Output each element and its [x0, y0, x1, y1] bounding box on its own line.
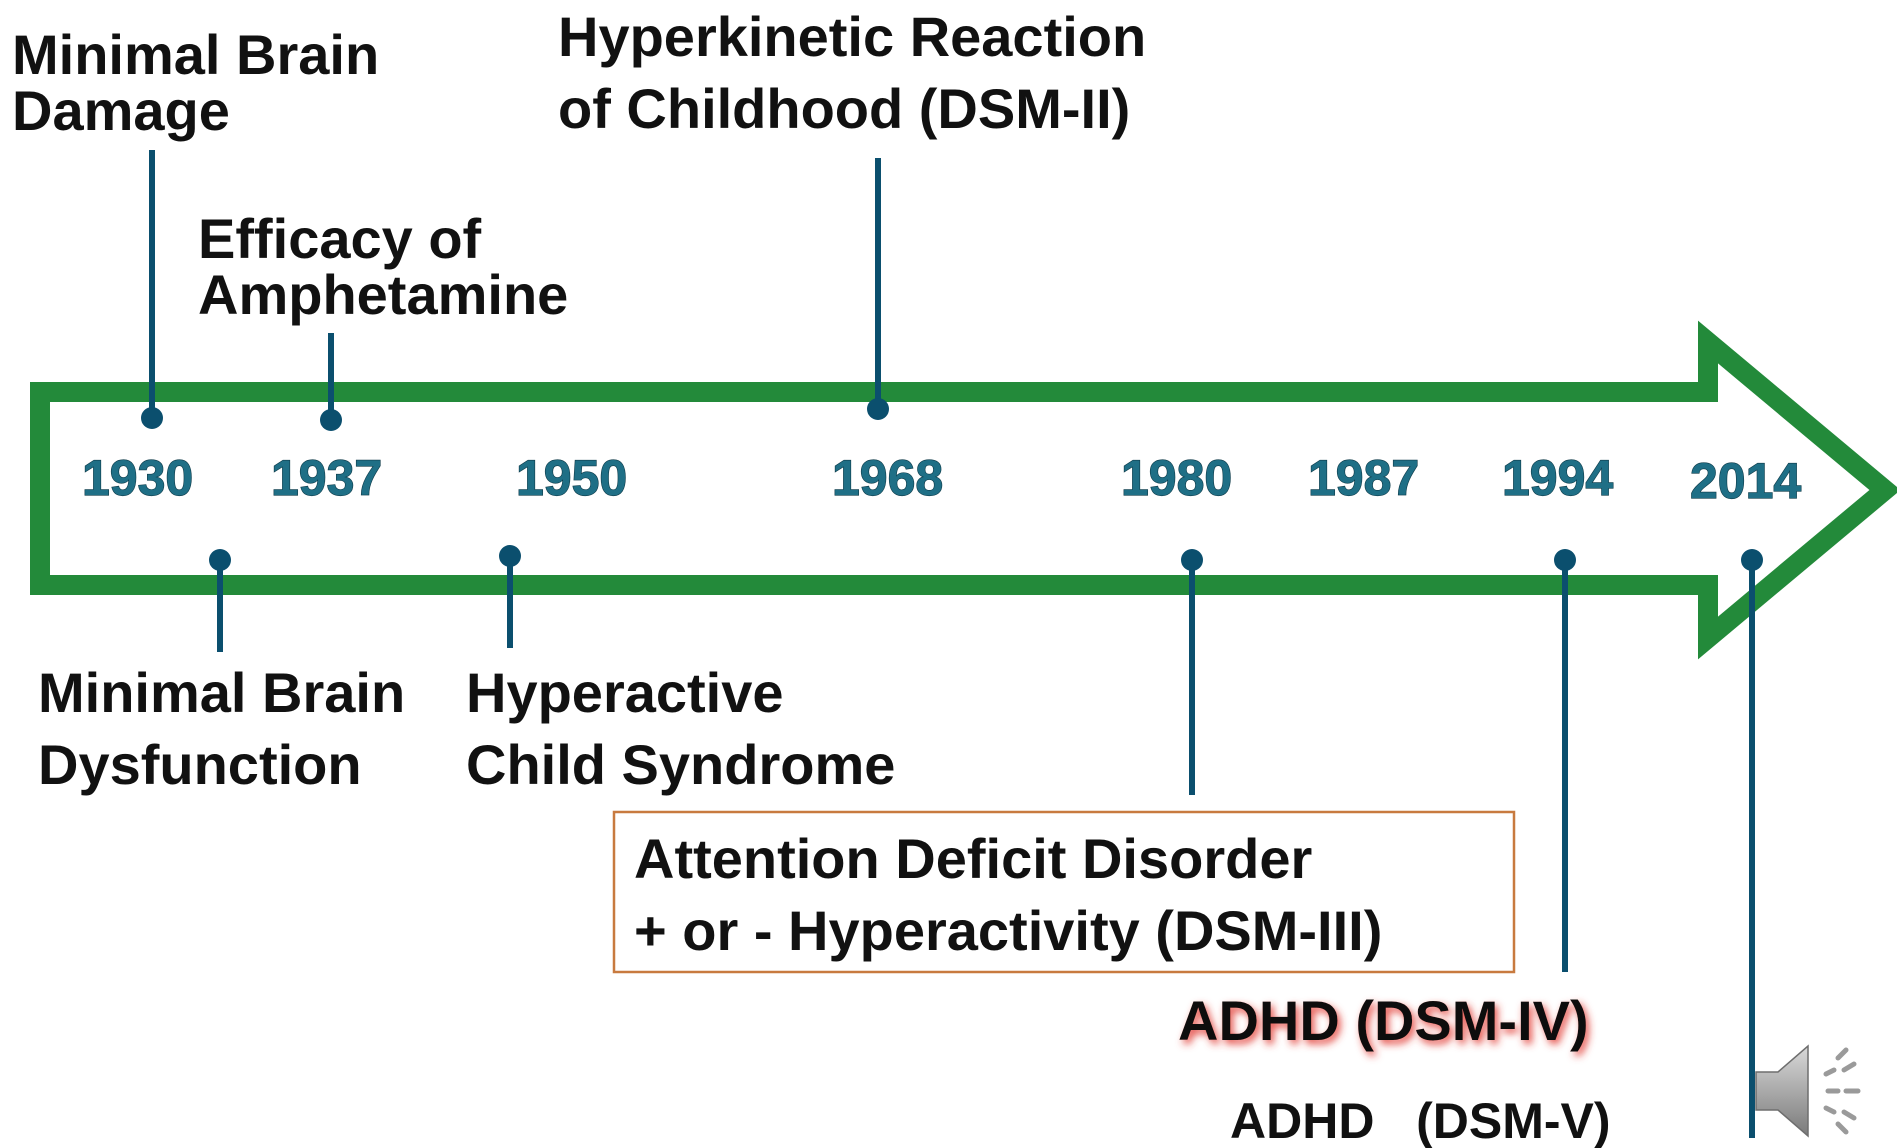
dsm-iii-box — [612, 810, 1516, 974]
year-1930: 1930 — [82, 450, 193, 506]
marker-dot-1930 — [141, 407, 163, 429]
event-label-line: Hyperactive — [466, 661, 784, 724]
year-1987: 1987 — [1308, 450, 1419, 506]
event-label-line: + or - Hyperactivity (DSM-III) — [634, 899, 1382, 962]
year-1950: 1950 — [516, 450, 627, 506]
event-hyperkinetic-reaction: Hyperkinetic Reaction of Childhood (DSM-… — [558, 5, 1146, 140]
event-label-line: Minimal Brain — [12, 23, 379, 86]
event-minimal-brain-dysfunction: Minimal Brain Dysfunction — [38, 661, 405, 796]
year-labels: 1930 1937 1950 1968 1980 1987 1994 2014 — [81, 449, 1802, 509]
year-1968: 1968 — [832, 450, 943, 506]
event-label-line: Child Syndrome — [466, 733, 895, 796]
event-label-line: Dysfunction — [38, 733, 362, 796]
marker-dot-1937 — [320, 409, 342, 431]
connectors-top — [141, 150, 889, 431]
event-label-line: of Childhood (DSM-II) — [558, 77, 1130, 140]
event-label-line: Amphetamine — [198, 263, 568, 326]
event-minimal-brain-damage: Minimal Brain Damage — [12, 23, 379, 142]
timeline-arrow — [30, 320, 1897, 660]
year-1994: 1994 — [1502, 450, 1613, 506]
event-label-line: Damage — [12, 79, 230, 142]
event-label-line: Minimal Brain — [38, 661, 405, 724]
speaker-audio-icon[interactable] — [1755, 1044, 1861, 1138]
year-1980: 1980 — [1121, 450, 1232, 506]
event-hyperactive-child-syndrome: Hyperactive Child Syndrome — [466, 661, 895, 796]
marker-dot-1968 — [867, 398, 889, 420]
event-adhd-dsm-v: ADHD (DSM-V) — [1230, 1093, 1611, 1148]
event-efficacy-of-amphetamine: Efficacy of Amphetamine — [198, 207, 568, 326]
event-label-line: Efficacy of — [198, 207, 482, 270]
connectors-bottom — [209, 545, 1763, 1138]
event-label-line: Hyperkinetic Reaction — [558, 5, 1146, 68]
year-2014: 2014 — [1690, 453, 1801, 509]
event-adhd-dsm-iv: ADHD (DSM-IV) — [1178, 989, 1589, 1052]
year-1937: 1937 — [271, 450, 382, 506]
event-label-line: Attention Deficit Disorder — [634, 827, 1312, 890]
event-attention-deficit-disorder: Attention Deficit Disorder + or - Hypera… — [612, 810, 1516, 974]
